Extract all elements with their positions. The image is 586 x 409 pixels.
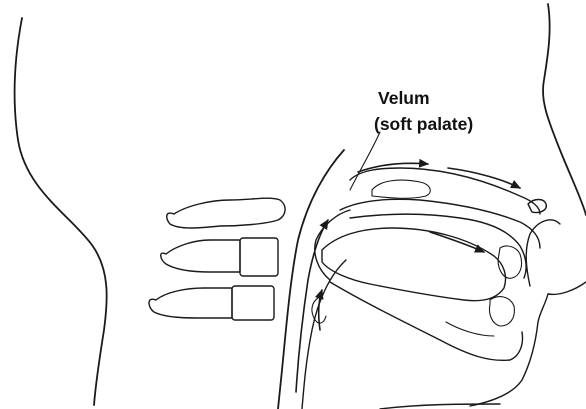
soft-palate-label: (soft palate) xyxy=(374,114,473,134)
vertebra-middle xyxy=(161,238,278,276)
lower-teeth-outline xyxy=(489,297,514,326)
upper-teeth-outline xyxy=(498,246,522,278)
neck-front-outline xyxy=(380,404,500,409)
vertebra-lower xyxy=(149,286,274,320)
head-back-outline xyxy=(15,18,107,405)
face-profile-outline xyxy=(543,4,586,215)
vertebra-upper xyxy=(167,198,285,228)
jaw-inner-outline xyxy=(446,322,494,336)
lower-lip-chin-outline xyxy=(470,294,548,406)
pharynx-back-wall xyxy=(278,150,344,409)
velum-leader-line xyxy=(350,132,380,190)
nasal-floor-outline xyxy=(340,199,540,248)
airflow-arrow-oral xyxy=(430,232,484,252)
airflow-arrow-nasal-front xyxy=(448,168,520,188)
turbinate-outline xyxy=(372,180,430,198)
velum-outline xyxy=(315,210,350,280)
nose-tip-outline xyxy=(548,282,586,294)
velum-label: Velum xyxy=(378,88,430,108)
tongue-outline xyxy=(322,228,506,301)
nasal-cavity-outline xyxy=(350,168,540,214)
pharynx-front-wall xyxy=(302,260,346,409)
